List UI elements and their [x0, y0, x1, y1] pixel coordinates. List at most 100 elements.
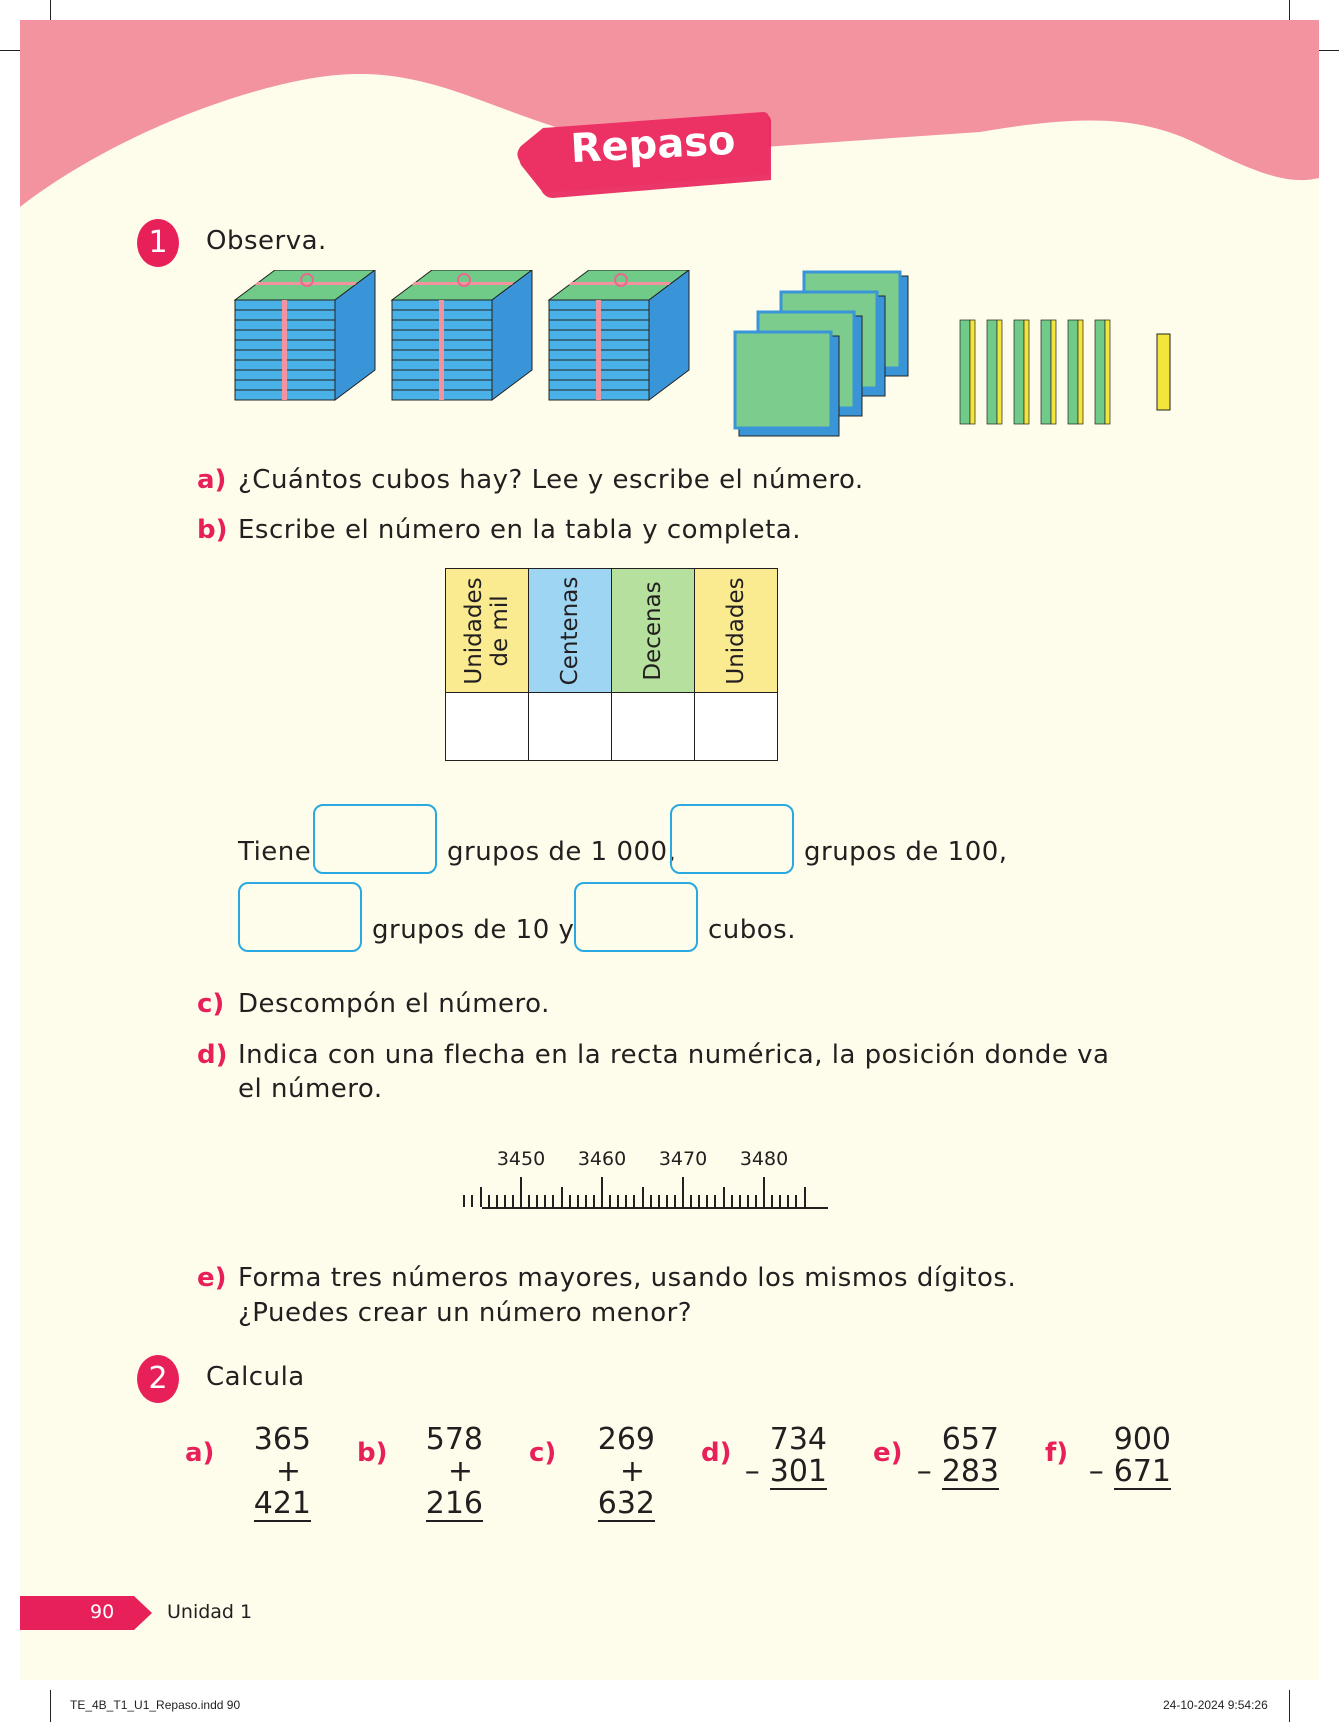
thousand-cube	[547, 270, 690, 401]
ten-rod	[1040, 319, 1057, 425]
calc-item: 900 –671	[1083, 1424, 1171, 1490]
answer-box-units[interactable]	[574, 882, 698, 952]
sentence-text: Tiene	[238, 837, 312, 867]
question-d-cont: el número.	[238, 1074, 383, 1104]
question-e-cont: ¿Puedes crear un número menor?	[238, 1298, 693, 1328]
calc-item: 578 +216	[395, 1424, 483, 1522]
number-line-tick	[722, 1187, 725, 1207]
number-line-tick	[487, 1195, 490, 1207]
calc-bottom: 421	[253, 1486, 311, 1522]
calc-operator: –	[1088, 1454, 1104, 1489]
number-line-tick	[738, 1195, 741, 1207]
number-line-tick	[544, 1195, 547, 1207]
calc-item: 365 +421	[223, 1424, 311, 1522]
cell-thousands[interactable]	[445, 692, 529, 761]
question-e: Forma tres números mayores, usando los m…	[238, 1263, 1017, 1293]
cell-tens[interactable]	[611, 692, 695, 761]
file-slug: TE_4B_T1_U1_Repaso.indd 90	[70, 1698, 241, 1712]
calc-operator: –	[916, 1454, 932, 1489]
number-line-tick	[673, 1195, 676, 1207]
item-label: d)	[197, 1040, 228, 1070]
base-ten-blocks	[233, 270, 1171, 437]
ten-rod	[1094, 319, 1111, 425]
number-line-tick	[576, 1195, 579, 1207]
unit-cubes	[1156, 333, 1171, 411]
cell-units[interactable]	[694, 692, 778, 761]
sentence-text: grupos de 1 000,	[447, 837, 677, 867]
header-units: Unidades	[694, 568, 778, 693]
unit-label: Unidad 1	[167, 1601, 253, 1623]
number-line-tick	[625, 1195, 628, 1207]
calc-top: 578	[425, 1422, 483, 1457]
number-line-tick	[633, 1195, 636, 1207]
header-hundreds: Centenas	[528, 568, 612, 693]
number-line-tick	[730, 1195, 733, 1207]
answer-box-hundreds[interactable]	[670, 804, 794, 874]
calc-label: e)	[873, 1438, 903, 1468]
exercise-title: Calcula	[206, 1362, 305, 1392]
question-d: Indica con una flecha en la recta numéri…	[238, 1040, 1110, 1070]
hundred-flat	[733, 330, 840, 437]
number-line-tick	[536, 1195, 539, 1207]
number-line-tick	[682, 1177, 684, 1207]
exercise-title: Observa.	[206, 226, 327, 256]
number-line-tick	[584, 1195, 587, 1207]
item-label: b)	[197, 515, 228, 545]
number-line-tick	[560, 1187, 563, 1207]
crop-mark	[1289, 1690, 1290, 1722]
thousand-cube	[390, 270, 533, 401]
number-line-tick	[698, 1195, 701, 1207]
thousand-cube	[233, 270, 376, 401]
sentence-text: cubos.	[708, 915, 796, 945]
calc-operator: +	[275, 1454, 301, 1489]
item-label: e)	[197, 1263, 227, 1293]
calc-top: 734	[769, 1422, 827, 1457]
number-line-tick	[803, 1187, 806, 1207]
question-b: Escribe el número en la tabla y completa…	[238, 515, 802, 545]
answer-box-thousands[interactable]	[313, 804, 437, 874]
number-line-tick	[706, 1195, 709, 1207]
question-c: Descompón el número.	[238, 989, 550, 1019]
number-line-tick	[601, 1177, 603, 1207]
number-line-tick	[690, 1195, 693, 1207]
calc-operator: +	[447, 1454, 473, 1489]
header-wave	[20, 20, 1319, 207]
title-tag: Repaso	[513, 110, 783, 200]
calc-top: 900	[1113, 1422, 1171, 1457]
calc-label: c)	[529, 1438, 557, 1468]
calc-top: 657	[941, 1422, 999, 1457]
number-line-tick	[771, 1195, 774, 1207]
calc-bottom: 283	[941, 1454, 999, 1490]
number-line-tick	[528, 1195, 531, 1207]
number-line-tick	[617, 1195, 620, 1207]
item-label: c)	[197, 989, 225, 1019]
ten-rod	[1013, 319, 1030, 425]
number-line-tick	[471, 1195, 474, 1207]
exercise-number: 2	[137, 1355, 179, 1403]
number-line-tick	[511, 1195, 514, 1207]
number-line-tick	[787, 1195, 790, 1207]
number-line-label: 3480	[739, 1148, 789, 1170]
answer-box-tens[interactable]	[238, 882, 362, 952]
cell-hundreds[interactable]	[528, 692, 612, 761]
number-line-tick	[609, 1195, 612, 1207]
calc-bottom: 216	[425, 1486, 483, 1522]
calc-bottom: 632	[597, 1486, 655, 1522]
number-line-tick	[641, 1187, 644, 1207]
number-line-tick	[754, 1195, 757, 1207]
print-date: 24-10-2024 9:54:26	[1163, 1698, 1268, 1712]
page-number: 90	[90, 1601, 115, 1623]
calc-item: 734 –301	[739, 1424, 827, 1490]
sentence-text: grupos de 100,	[804, 837, 1008, 867]
calc-top: 269	[597, 1422, 655, 1457]
crop-mark	[0, 50, 30, 51]
calc-top: 365	[253, 1422, 311, 1457]
item-label: a)	[197, 465, 227, 495]
number-line-axis	[482, 1207, 828, 1209]
number-line-tick	[503, 1195, 506, 1207]
header-tens: Decenas	[611, 568, 695, 693]
number-line-tick	[665, 1195, 668, 1207]
number-line-tick	[568, 1195, 571, 1207]
calc-item: 657 –283	[911, 1424, 999, 1490]
